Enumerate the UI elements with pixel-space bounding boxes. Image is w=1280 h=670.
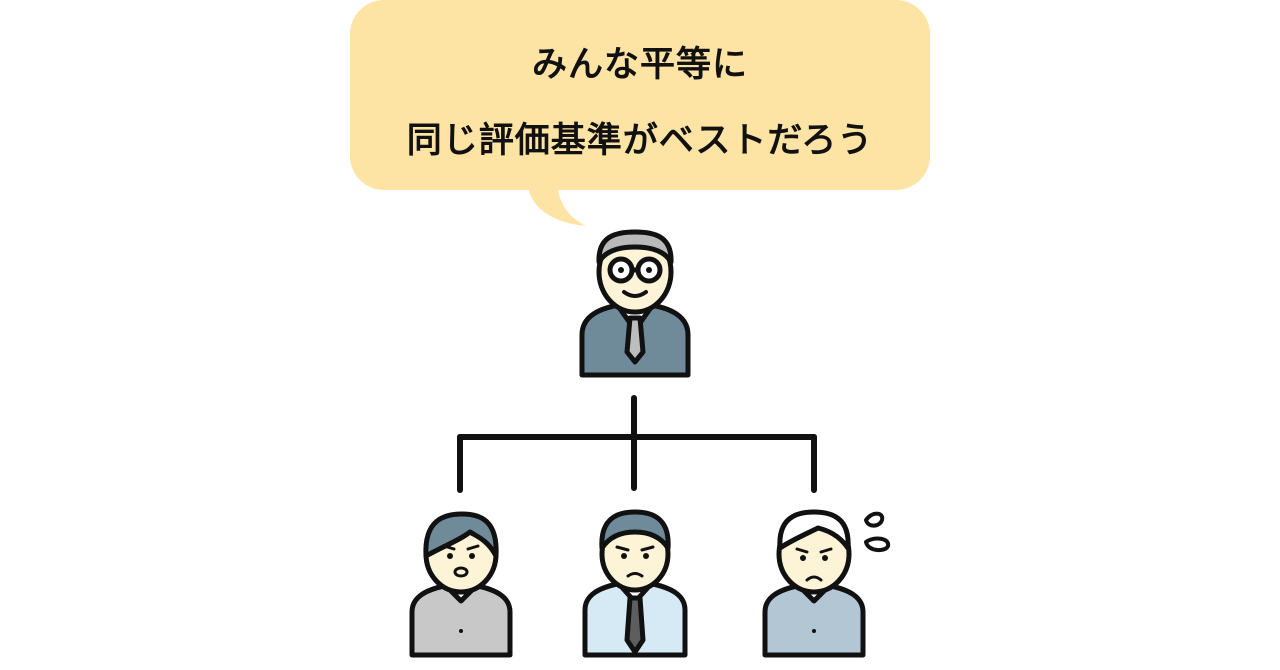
bubble-text-line2: 同じ評価基準がベストだろう [406,121,874,161]
org-chart-connector [457,395,817,493]
sweat-drops-icon [864,511,891,553]
speech-bubble-tail [528,185,586,226]
boss-smile [622,290,648,298]
speech-bubble: みんな平等に 同じ評価基準がベストだろう [350,0,930,190]
subordinate-right [762,509,866,658]
boss-tie [624,315,646,365]
boss-figure [579,229,691,378]
subordinate-center [582,509,688,658]
bubble-text-line1: みんな平等に [531,45,748,85]
boss-hair [596,229,674,265]
subordinate-left [409,511,513,658]
